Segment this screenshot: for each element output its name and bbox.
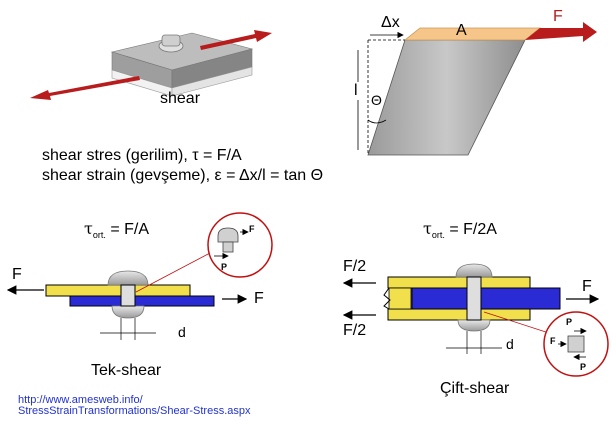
deformed-element — [367, 39, 526, 156]
double-rivet-head-top — [455, 263, 493, 278]
tau-subscript: ort. — [92, 230, 106, 241]
shear-formulas: shear stres (gerilim), τ = F/A shear str… — [42, 146, 323, 186]
break-line — [383, 287, 391, 310]
double-d-label: d — [506, 336, 514, 352]
tau-symbol: τ — [84, 219, 93, 238]
double-tau-eq: = F/2A — [449, 221, 497, 238]
tau-symbol: τ — [423, 219, 432, 238]
tau-subscript: ort. — [431, 230, 445, 241]
area-label: A — [456, 22, 467, 39]
inset-rivet-head — [217, 227, 239, 243]
source-link-line1[interactable]: http://www.amesweb.info/ — [18, 394, 143, 406]
single-f-right-label: F — [254, 290, 264, 307]
inset-p-label: P — [221, 262, 228, 272]
double-tau-formula: τort. = F/2A — [423, 219, 497, 240]
single-shear-caption: Tek-shear — [91, 362, 162, 379]
inset-p-top-label: P — [566, 317, 573, 327]
force-arrow-right — [200, 30, 272, 50]
force-arrow-left — [30, 76, 140, 100]
single-f-left-label: F — [12, 266, 22, 283]
single-tau-formula: τort. = F/A — [84, 219, 149, 240]
force-label-F: F — [553, 8, 563, 25]
shear-block-illustration — [30, 30, 272, 100]
top-plate — [45, 284, 191, 297]
shear-strain-illustration — [357, 22, 597, 156]
single-d-label: d — [178, 324, 186, 340]
middle-plate — [411, 287, 561, 310]
double-rivet-shank — [466, 276, 482, 321]
shear-strain-formula: shear strain (gevşeme), ε = Δx/l = tan Θ — [42, 167, 324, 184]
force-arrow-F — [525, 22, 597, 42]
outer-plate-bottom — [387, 308, 531, 321]
length-label: l — [353, 82, 359, 100]
double-f-bottom-label: F/2 — [343, 322, 367, 339]
double-inset-leader — [483, 311, 553, 335]
double-f-right-label: F — [582, 278, 592, 295]
inset-f-label: F — [550, 336, 556, 346]
double-rivet-head-bottom — [457, 319, 491, 332]
inset-f-label: F — [249, 224, 255, 234]
inset-p-bottom-label: P — [580, 362, 587, 372]
angle-arc — [367, 119, 387, 124]
double-f-top-label: F/2 — [343, 258, 367, 275]
angle-label: Θ — [371, 92, 382, 108]
double-shear-illustration — [342, 263, 609, 377]
shear-stress-formula: shear stres (gerilim), τ = F/A — [42, 147, 242, 164]
single-tau-eq: = F/A — [110, 221, 150, 238]
rivet-head-top — [107, 270, 149, 286]
inset-circle — [207, 212, 273, 278]
filler-left — [388, 287, 412, 310]
area-face-A — [403, 27, 542, 41]
block-bottom-layer-side — [171, 66, 253, 97]
inset-leader — [135, 252, 211, 293]
bottom-plate — [69, 295, 215, 307]
rivet-shank — [120, 284, 136, 307]
dx-label: Δx — [381, 14, 400, 31]
bolt-nut — [161, 34, 181, 47]
inset-element — [567, 335, 585, 353]
double-shear-caption: Çift-shear — [440, 380, 510, 397]
inset-rivet-shank — [222, 241, 234, 253]
single-shear-illustration — [6, 212, 273, 340]
outer-plate-top — [387, 276, 531, 289]
shear-label: shear — [160, 90, 201, 107]
source-link-line2[interactable]: StressStrainTransformations/Shear-Stress… — [18, 405, 251, 417]
rivet-head-bottom — [111, 305, 145, 319]
